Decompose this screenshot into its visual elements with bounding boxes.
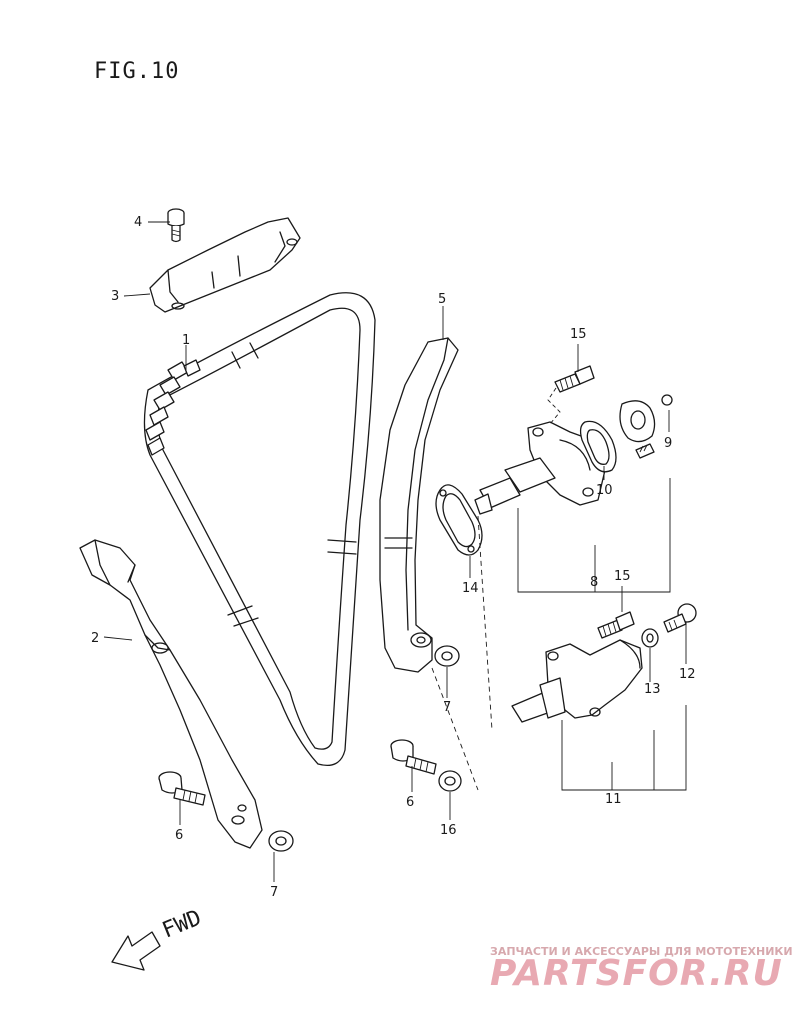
part-15-bolt-lower	[597, 611, 635, 639]
forward-direction-indicator: FWD	[111, 905, 205, 971]
callout-labels: 1 2 3 4 5 6 6 7 7 8 9 10 11 12 13 14 15 …	[91, 215, 696, 900]
forward-arrow-icon	[111, 931, 161, 971]
callout-15-upper: 15	[570, 327, 587, 342]
part-1-cam-chain	[143, 292, 376, 767]
chain-links-detail	[145, 359, 201, 456]
part-3-chain-guide-top	[149, 217, 301, 313]
callout-12: 12	[679, 667, 696, 682]
callout-13: 13	[644, 682, 661, 697]
watermark-tagline: ЗАПЧАСТИ И АКСЕССУАРЫ ДЛЯ МОТОТЕХНИКИ	[490, 945, 793, 958]
part-11-tensioner-assembly	[511, 639, 643, 723]
part-16-washer	[438, 770, 462, 792]
part-7-washer-upper	[434, 645, 460, 667]
callout-9: 9	[664, 436, 672, 451]
callout-8: 8	[590, 575, 598, 590]
part-14-gasket	[435, 484, 483, 556]
part-7-washer-lower	[268, 830, 294, 852]
callout-16: 16	[440, 823, 457, 838]
part-12-bolt	[663, 603, 697, 633]
watermark-logo: PARTSFOR.RU	[490, 953, 783, 994]
part-4-bolt	[167, 208, 185, 243]
part-10-gasket	[579, 420, 617, 473]
figure-title: FIG.10	[94, 59, 179, 84]
watermark: ЗАПЧАСТИ И АКСЕССУАРЫ ДЛЯ МОТОТЕХНИКИ PA…	[490, 945, 793, 994]
callout-7-upper: 7	[443, 700, 451, 715]
callout-6-center: 6	[406, 795, 414, 810]
part-tensioner-cap	[619, 400, 656, 443]
part-9-bolt	[635, 394, 673, 459]
callout-2: 2	[91, 631, 99, 646]
part-15-bolt-upper	[554, 365, 595, 393]
callout-6-left: 6	[175, 828, 183, 843]
part-2-tensioner-arm	[79, 539, 263, 849]
callout-14: 14	[462, 581, 479, 596]
part-5-chain-guide	[379, 337, 459, 673]
callout-4: 4	[134, 215, 142, 230]
leader-lines	[103, 221, 687, 882]
fwd-label: FWD	[159, 905, 205, 943]
part-13-washer	[641, 628, 659, 648]
callout-3: 3	[111, 289, 119, 304]
callout-5: 5	[438, 292, 446, 307]
callout-7-lower: 7	[270, 885, 278, 900]
part-6-bolt-center	[390, 739, 437, 775]
callout-15-lower: 15	[614, 569, 631, 584]
callout-1: 1	[182, 333, 190, 348]
callout-10: 10	[596, 483, 613, 498]
callout-11: 11	[605, 792, 622, 807]
part-6-bolt-left	[158, 771, 206, 806]
